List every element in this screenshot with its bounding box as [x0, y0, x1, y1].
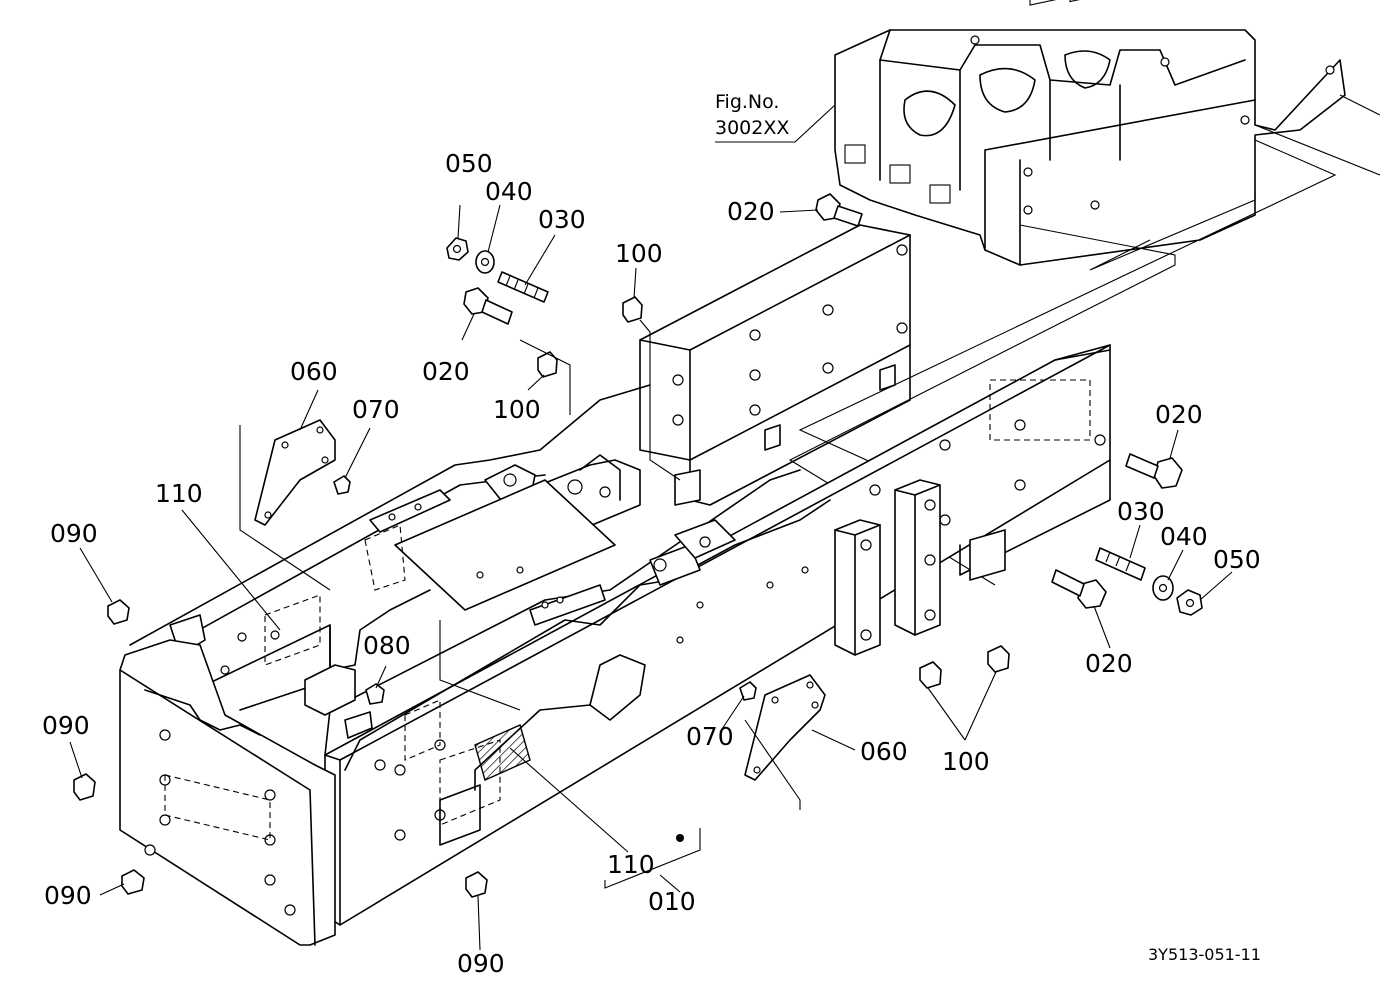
callout-100-mid: 100: [493, 395, 541, 424]
bolt-070-right-icon: [739, 681, 757, 701]
callout-110-top: 110: [155, 479, 203, 508]
callout-020-top-right: 020: [727, 197, 775, 226]
callout-090-a: 090: [50, 519, 98, 548]
callout-090-b: 090: [42, 711, 90, 740]
stud-030-top-icon: [497, 271, 549, 303]
bolt-090-a-icon: [107, 599, 130, 625]
frame-center-body: [324, 469, 831, 846]
hardware-parts: [73, 193, 1203, 898]
cover-plate-left: [254, 419, 336, 526]
frame-right-rail: [639, 224, 911, 506]
assembly-010-dot: [676, 834, 684, 842]
stud-030-right-icon: [1095, 547, 1146, 581]
callout-100-right: 100: [942, 747, 990, 776]
callout-020-right-low: 020: [1085, 649, 1133, 678]
frame-left-rail: [129, 384, 651, 716]
callout-050-top: 050: [445, 149, 493, 178]
callout-030-right: 030: [1117, 497, 1165, 526]
callout-070-right: 070: [686, 722, 734, 751]
mount-blocks-right: [834, 479, 941, 656]
bolt-070-left-icon: [333, 475, 351, 495]
bolt-090-b-icon: [73, 773, 96, 801]
callout-010: 010: [648, 887, 696, 916]
callout-040-right: 040: [1160, 522, 1208, 551]
collar-100-top-icon: [622, 296, 643, 323]
callout-080: 080: [363, 631, 411, 660]
cover-plate-right: [744, 674, 826, 781]
bolt-090-d-icon: [465, 871, 488, 898]
callout-090-d: 090: [457, 949, 505, 978]
callout-040-top: 040: [485, 177, 533, 206]
callout-090-c: 090: [44, 881, 92, 910]
front-plate-left: [119, 639, 336, 946]
bolt-080-icon: [365, 683, 385, 705]
collar-100-right-a-icon: [919, 661, 942, 689]
hatched-label-plate-lower: [474, 724, 531, 781]
fig-no-label: Fig.No.: [715, 91, 779, 113]
bolt-020-right-icon: [1153, 457, 1183, 489]
callout-050-right: 050: [1213, 545, 1261, 574]
bolt-020-right-low-icon: [1077, 579, 1107, 609]
figure-reference: Fig.No. 3002XX: [715, 91, 836, 143]
callout-labels: 050 040 030 020 100 020 100 060 070 110 …: [42, 149, 1261, 978]
callout-020-right: 020: [1155, 400, 1203, 429]
drawing-code: 3Y513-051-11: [1148, 945, 1261, 964]
callout-020-top-left: 020: [422, 357, 470, 386]
callout-110-bottom: 110: [607, 850, 655, 879]
fig-no-number: 3002XX: [715, 117, 789, 139]
callout-030-top: 030: [538, 205, 586, 234]
bolt-090-c-icon: [121, 869, 145, 895]
callout-060-left: 060: [290, 357, 338, 386]
fig-ref-leader: [715, 104, 836, 143]
collar-100-right-b-icon: [987, 645, 1010, 673]
leader-lines: [69, 204, 1233, 951]
callout-070-left: 070: [352, 395, 400, 424]
callout-100-top: 100: [615, 239, 663, 268]
collar-100-mid-icon: [537, 351, 558, 378]
callout-060-right: 060: [860, 737, 908, 766]
engine-block-section: [834, 0, 1380, 266]
